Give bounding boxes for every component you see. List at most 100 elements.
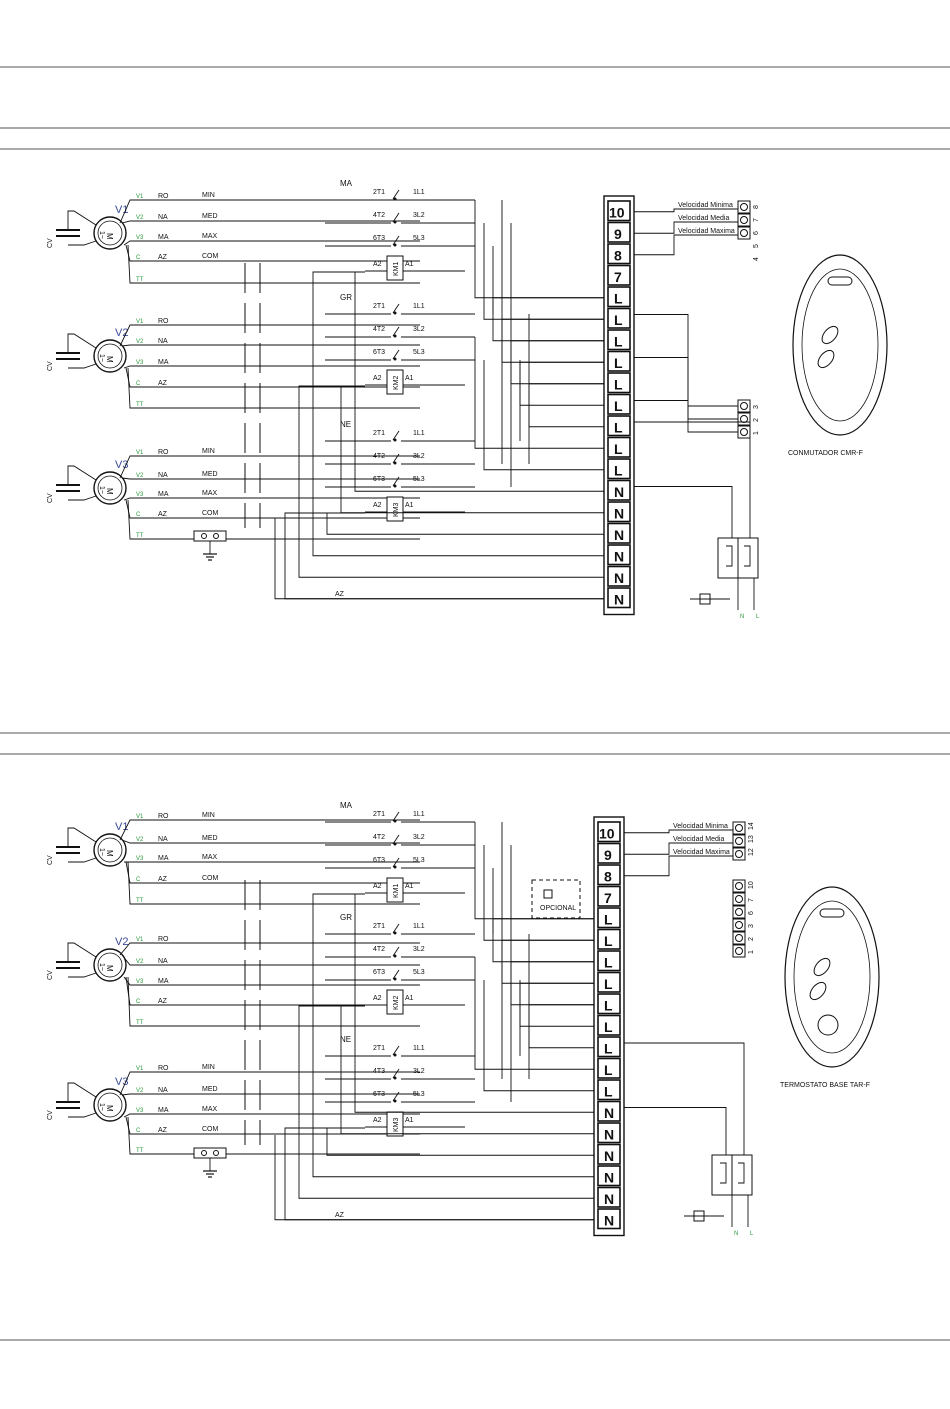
motor-lead-wire [121, 220, 420, 224]
device-inner-outline [793, 900, 871, 1054]
relay-wire-label: MA [340, 801, 353, 810]
switch-wire [624, 829, 733, 834]
switch-speed-label: Velocidad Maxima [678, 228, 735, 235]
lead-terminal-label: TT [136, 1020, 144, 1026]
terminal-label: L [604, 933, 613, 949]
terminal-screw-icon [735, 837, 743, 845]
switch-terminal [737, 226, 751, 240]
contact-out-label: 3L2 [413, 834, 425, 841]
terminal-cell [607, 350, 631, 372]
common-az-wire [274, 518, 604, 600]
terminal-screw-icon [740, 203, 748, 211]
device-outline [792, 254, 888, 436]
switch-terminal [732, 944, 746, 958]
switch-terminal [732, 931, 746, 945]
device-caption: TERMOSTATO BASE TAR-F [780, 1082, 870, 1089]
contact-in-label: 4T2 [373, 326, 385, 333]
terminal-label: N [604, 1170, 614, 1186]
sensor-icon [543, 889, 553, 899]
contact-point-icon [393, 334, 397, 338]
terminal-wire [501, 939, 594, 1079]
motor-label: V1 [115, 204, 128, 216]
lead-terminal-label: C [136, 1128, 141, 1134]
thermostat-dial-icon [817, 1014, 839, 1036]
terminal-screw-icon [735, 947, 743, 955]
terminal-cell [597, 950, 621, 972]
switch-wire [634, 221, 738, 234]
contact-switch [392, 303, 400, 314]
contact-switch [392, 857, 400, 868]
capacitor-wire [68, 240, 97, 246]
optional-label: OPCIONAL [540, 905, 576, 912]
relay-coil-label: KM1 [393, 262, 400, 277]
relay-coil [386, 369, 404, 395]
terminal-cell [607, 458, 631, 480]
motor-lead-wire [121, 954, 420, 966]
az-wire-label: AZ [335, 1212, 345, 1219]
terminal-label: N [604, 1148, 614, 1164]
motor-lead-wire [125, 367, 420, 388]
lead-color-label: MA [158, 359, 169, 366]
terminal-cell [597, 1057, 621, 1079]
motor-lead-wire [121, 477, 420, 480]
switch-terminal [737, 399, 751, 413]
contact-in-label: 4T2 [373, 946, 385, 953]
device-slot [819, 908, 845, 918]
terminal-wire [492, 918, 594, 934]
capacitor-wire [68, 1112, 97, 1118]
switch-terminal [737, 425, 751, 439]
contact-in-label: 4T2 [373, 212, 385, 219]
lead-color-label: MA [158, 1107, 169, 1114]
switch-terminal [737, 412, 751, 426]
contact-out-label: 3L2 [413, 453, 425, 460]
switch-terminal [732, 892, 746, 906]
terminal-screw-icon [740, 415, 748, 423]
optional-sensor: OPCIONAL [531, 879, 581, 919]
contact-switch [392, 349, 400, 360]
contact-in-label: 2T1 [373, 189, 385, 196]
terminal-screw-icon [735, 895, 743, 903]
contact-in-label: 2T1 [373, 923, 385, 930]
terminal-label: L [604, 976, 613, 992]
lead-terminal-label: V3 [136, 856, 144, 862]
capacitor-wire [68, 857, 97, 863]
contact-in-label: 2T1 [373, 430, 385, 437]
capacitor-wire [67, 333, 97, 353]
terminal-wire [510, 845, 594, 1006]
contact-point-icon [393, 220, 397, 224]
terminal-label: L [614, 463, 623, 479]
contact-out-label: 5L3 [413, 476, 425, 483]
contact-switch [392, 453, 400, 464]
lead-terminal-label: V3 [136, 492, 144, 498]
lead-speed-label: MIN [202, 1064, 215, 1071]
switch-speed-label: Velocidad Media [678, 215, 729, 222]
terminal-wire [492, 868, 594, 963]
contact-switch [392, 235, 400, 246]
contact-in-label: 6T3 [373, 857, 385, 864]
relay-coil [386, 496, 404, 522]
motor-inner-circle [97, 1092, 123, 1118]
switch-wire [634, 357, 738, 420]
terminal-wire [519, 980, 594, 1027]
device-caption: CONMUTADOR CMR-F [788, 450, 863, 457]
lead-speed-label: MED [202, 471, 218, 478]
relay-wire-label: GR [340, 913, 352, 922]
supply-wire [624, 1042, 745, 1155]
capacitor-wire [67, 465, 97, 485]
terminal-cell [607, 522, 631, 544]
contact-point-icon [393, 819, 397, 823]
switch-terminal [732, 879, 746, 893]
terminal-cell [607, 587, 631, 609]
lead-color-label: RO [158, 936, 169, 943]
terminal-wire [474, 200, 604, 299]
device-inner-outline [801, 268, 879, 422]
contact-point-icon [393, 865, 397, 869]
lead-speed-label: MAX [202, 490, 218, 497]
capacitor-label: CV [47, 238, 54, 248]
